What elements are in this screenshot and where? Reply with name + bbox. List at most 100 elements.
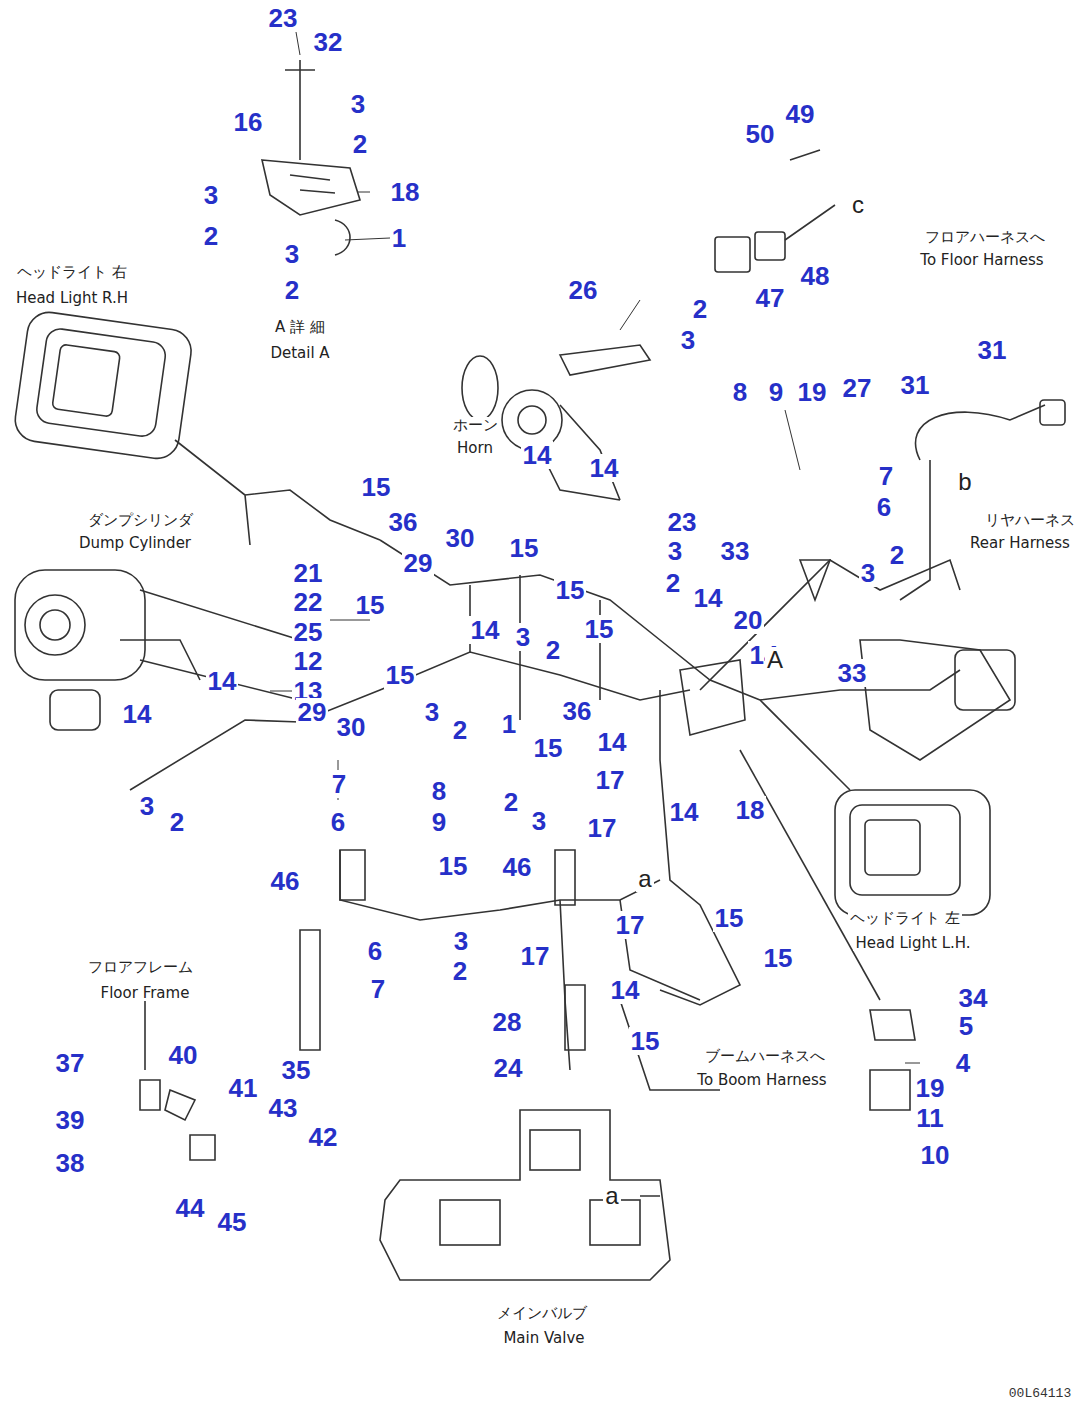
callout-number: 49 <box>784 100 817 129</box>
callout-number: 14 <box>588 454 621 483</box>
callout-number: 14 <box>692 584 725 613</box>
callout-number: 18 <box>389 178 422 207</box>
part-label: ヘッドライト 右 <box>15 264 129 281</box>
callout-number: 2 <box>664 569 682 598</box>
callout-number: 1 <box>500 710 518 739</box>
callout-number: 30 <box>335 713 368 742</box>
callout-number: 30 <box>444 524 477 553</box>
callout-number: 8 <box>430 777 448 806</box>
callout-number: 17 <box>586 814 619 843</box>
callout-number: 14 <box>668 798 701 827</box>
callout-number: 7 <box>330 770 348 799</box>
callout-number: 8 <box>731 378 749 407</box>
part-label: Main Valve <box>501 1330 586 1347</box>
callout-number: 33 <box>836 659 869 688</box>
callout-number: 14 <box>596 728 629 757</box>
callout-number: 14 <box>206 667 239 696</box>
callout-number: 15 <box>508 534 541 563</box>
callout-number: 40 <box>167 1041 200 1070</box>
part-label: フロアフレーム <box>86 959 195 976</box>
callout-number: 2 <box>451 716 469 745</box>
part-label: To Floor Harness <box>918 252 1045 269</box>
part-label: Head Light L.H. <box>853 935 972 952</box>
callout-number: 44 <box>174 1194 207 1223</box>
callout-number: 2 <box>888 541 906 570</box>
callout-number: 14 <box>469 616 502 645</box>
callout-number: 15 <box>354 591 387 620</box>
callout-number: 2 <box>283 276 301 305</box>
callout-number: 29 <box>402 549 435 578</box>
callout-number: 23 <box>267 4 300 33</box>
part-label: Dump Cylinder <box>77 535 193 552</box>
callout-number: 15 <box>629 1027 662 1056</box>
view-letter: a <box>636 866 653 892</box>
callout-number: 31 <box>976 336 1009 365</box>
view-letter: c <box>850 192 866 218</box>
callout-number: 34 <box>957 984 990 1013</box>
part-label: Detail A <box>268 345 331 362</box>
callout-number: 2 <box>502 788 520 817</box>
part-label: 00L64113 <box>1007 1387 1073 1401</box>
callout-number: 20 <box>732 606 765 635</box>
view-letter: a <box>603 1183 620 1209</box>
part-label: To Boom Harness <box>695 1072 828 1089</box>
callout-number: 15 <box>360 473 393 502</box>
callout-number: 15 <box>554 576 587 605</box>
callout-number: 17 <box>614 911 647 940</box>
callout-number: 3 <box>530 807 548 836</box>
callout-number: 31 <box>899 371 932 400</box>
callout-number: 3 <box>283 240 301 269</box>
callout-number: 14 <box>121 700 154 729</box>
callout-number: 43 <box>267 1094 300 1123</box>
callout-number: 26 <box>567 276 600 305</box>
view-letter: b <box>956 469 973 495</box>
callout-number: 28 <box>491 1008 524 1037</box>
callout-number: 14 <box>609 976 642 1005</box>
callout-number: 3 <box>452 927 470 956</box>
callout-number: 2 <box>202 222 220 251</box>
callout-number: 24 <box>492 1054 525 1083</box>
callout-number: 39 <box>54 1106 87 1135</box>
callout-number: 17 <box>594 766 627 795</box>
callout-number: 32 <box>312 28 345 57</box>
callout-number: 15 <box>583 615 616 644</box>
callout-number: 23 <box>666 508 699 537</box>
callout-number: 3 <box>679 326 697 355</box>
callout-number: 3 <box>666 537 684 566</box>
callout-number: 2 <box>351 130 369 159</box>
callout-number: 6 <box>366 937 384 966</box>
part-label: リヤハーネス <box>983 512 1077 529</box>
part-label: Rear Harness <box>968 535 1072 552</box>
callout-number: 36 <box>561 697 594 726</box>
callout-number: 12 <box>292 647 325 676</box>
callout-number: 46 <box>269 867 302 896</box>
part-label: メインバルブ <box>495 1305 589 1322</box>
callout-number: 10 <box>919 1141 952 1170</box>
callout-number: 2 <box>451 957 469 986</box>
part-label: ヘッドライト 左 <box>848 910 962 927</box>
callout-number: 15 <box>762 944 795 973</box>
callout-number: 15 <box>532 734 565 763</box>
callout-number: 36 <box>387 508 420 537</box>
callout-number: 27 <box>841 374 874 403</box>
callout-number: 15 <box>437 852 470 881</box>
part-label: ダンプシリンダ <box>86 512 195 529</box>
callout-number: 37 <box>54 1049 87 1078</box>
callout-number: 14 <box>521 441 554 470</box>
part-label: フロアハーネスへ <box>923 229 1047 246</box>
callout-number: 1 <box>390 224 408 253</box>
callout-number: 3 <box>514 623 532 652</box>
callout-number: 11 <box>914 1104 946 1133</box>
callout-number: 3 <box>138 792 156 821</box>
callout-number: 42 <box>307 1123 340 1152</box>
callout-number: 16 <box>232 108 265 137</box>
callout-number: 15 <box>384 661 417 690</box>
part-label: ホーン <box>451 417 500 434</box>
callout-number: 19 <box>914 1074 947 1103</box>
part-label: A 詳 細 <box>273 319 327 336</box>
callout-number: 18 <box>734 796 767 825</box>
part-label: Floor Frame <box>99 985 192 1002</box>
callout-number: 2 <box>691 295 709 324</box>
callout-number: 7 <box>369 975 387 1004</box>
callout-number: 38 <box>54 1149 87 1178</box>
